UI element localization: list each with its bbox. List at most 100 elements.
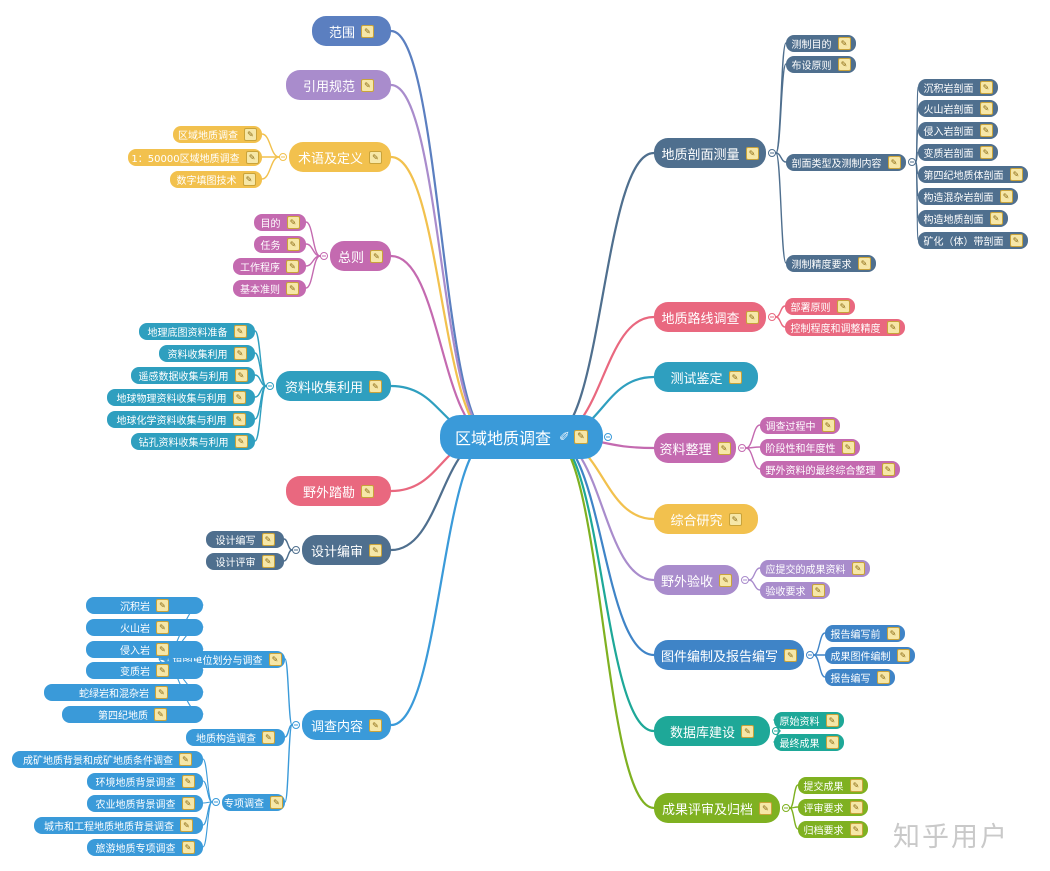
note-icon[interactable]: ✎ [1009, 168, 1023, 181]
topic-野外踏勘[interactable]: 野外踏勘✎ [286, 476, 391, 506]
subtopic-遥感数据收集与利用[interactable]: 遥感数据收集与利用✎ [131, 367, 255, 384]
leaf-火山岩剖面[interactable]: 火山岩剖面✎ [918, 100, 998, 117]
note-icon[interactable]: ✎ [369, 543, 382, 557]
note-icon[interactable]: ✎ [369, 150, 382, 164]
note-icon[interactable]: ✎ [717, 441, 731, 455]
subtopic-提交成果[interactable]: 提交成果✎ [798, 777, 868, 794]
subtopic-报告编写[interactable]: 报告编写✎ [825, 669, 895, 686]
note-icon[interactable]: ✎ [886, 321, 900, 334]
note-icon[interactable]: ✎ [979, 146, 993, 159]
note-icon[interactable]: ✎ [232, 391, 246, 404]
leaf-火山岩[interactable]: 火山岩✎ [86, 619, 203, 636]
topic-图件编制及报告编写[interactable]: 图件编制及报告编写✎ [654, 640, 804, 670]
leaf-蛇绿岩和混杂岩[interactable]: 蛇绿岩和混杂岩✎ [44, 684, 203, 701]
note-icon[interactable]: ✎ [836, 300, 850, 313]
note-icon[interactable]: ✎ [887, 156, 901, 169]
note-icon[interactable]: ✎ [745, 310, 759, 324]
subtopic-评审要求[interactable]: 评审要求✎ [798, 799, 868, 816]
note-icon[interactable]: ✎ [244, 128, 257, 141]
note-icon[interactable]: ✎ [745, 146, 759, 160]
note-icon[interactable]: ✎ [370, 249, 383, 263]
note-icon[interactable]: ✎ [286, 216, 300, 229]
note-icon[interactable]: ✎ [361, 78, 374, 92]
subtopic-钻孔资料收集与利用[interactable]: 钻孔资料收集与利用✎ [131, 433, 255, 450]
subtopic-1：50000区域地质调查[interactable]: 1：50000区域地质调查✎ [128, 149, 262, 166]
subtopic-调查过程中[interactable]: 调查过程中✎ [760, 417, 840, 434]
subtopic-工作程序[interactable]: 工作程序✎ [233, 258, 306, 275]
topic-地质剖面测量[interactable]: 地质剖面测量✎ [654, 138, 766, 168]
note-icon[interactable]: ✎ [989, 212, 1003, 225]
note-icon[interactable]: ✎ [361, 484, 374, 498]
note-icon[interactable]: ✎ [233, 325, 247, 338]
note-icon[interactable]: ✎ [999, 190, 1013, 203]
note-icon[interactable]: ✎ [233, 347, 247, 360]
leaf-沉积岩剖面[interactable]: 沉积岩剖面✎ [918, 79, 998, 96]
note-icon[interactable]: ✎ [849, 779, 863, 792]
note-icon[interactable]: ✎ [234, 435, 248, 448]
topic-数据库建设[interactable]: 数据库建设✎ [654, 716, 770, 746]
note-icon[interactable]: ✎ [261, 555, 275, 568]
topic-范围[interactable]: 范围✎ [312, 16, 391, 46]
topic-引用规范[interactable]: 引用规范✎ [286, 70, 391, 100]
note-icon[interactable]: ✎ [1009, 234, 1023, 247]
edit-icon[interactable]: ✐ [559, 429, 570, 445]
topic-地质路线调查[interactable]: 地质路线调查✎ [654, 302, 766, 332]
note-icon[interactable]: ✎ [849, 823, 863, 836]
topic-野外验收[interactable]: 野外验收✎ [654, 565, 739, 595]
topic-术语及定义[interactable]: 术语及定义✎ [289, 142, 391, 172]
subtopic-基本准则[interactable]: 基本准则✎ [233, 280, 306, 297]
subtopic-归档要求[interactable]: 归档要求✎ [798, 821, 868, 838]
subtopic-成果图件编制[interactable]: 成果图件编制✎ [825, 647, 915, 664]
subtopic-最终成果[interactable]: 最终成果✎ [774, 734, 844, 751]
subtopic-地质构造调查[interactable]: 地质构造调查✎ [186, 729, 285, 746]
note-icon[interactable]: ✎ [573, 430, 588, 444]
leaf-矿化（体）带剖面[interactable]: 矿化（体）带剖面✎ [918, 232, 1028, 249]
note-icon[interactable]: ✎ [857, 257, 871, 270]
leaf-构造地质剖面[interactable]: 构造地质剖面✎ [918, 210, 1008, 227]
note-icon[interactable]: ✎ [719, 573, 732, 587]
note-icon[interactable]: ✎ [180, 819, 193, 832]
note-icon[interactable]: ✎ [181, 775, 195, 788]
note-icon[interactable]: ✎ [154, 708, 167, 721]
leaf-侵入岩剖面[interactable]: 侵入岩剖面✎ [918, 122, 998, 139]
subtopic-地球物理资料收集与利用[interactable]: 地球物理资料收集与利用✎ [107, 389, 255, 406]
note-icon[interactable]: ✎ [245, 151, 259, 164]
subtopic-设计评审[interactable]: 设计评审✎ [206, 553, 284, 570]
note-icon[interactable]: ✎ [234, 369, 248, 382]
note-icon[interactable]: ✎ [979, 102, 993, 115]
topic-综合研究[interactable]: 综合研究✎ [654, 504, 758, 534]
note-icon[interactable]: ✎ [286, 282, 299, 295]
leaf-旅游地质专项调查[interactable]: 旅游地质专项调查✎ [87, 839, 203, 856]
topic-资料整理[interactable]: 资料整理✎ [654, 433, 736, 463]
note-icon[interactable]: ✎ [262, 731, 275, 744]
note-icon[interactable]: ✎ [242, 173, 256, 186]
subtopic-应提交的成果资料[interactable]: 应提交的成果资料✎ [760, 560, 870, 577]
note-icon[interactable]: ✎ [155, 686, 168, 699]
leaf-沉积岩[interactable]: 沉积岩✎ [86, 597, 203, 614]
root-node[interactable]: 区域地质调查✐✎ [440, 415, 603, 459]
leaf-构造混杂岩剖面[interactable]: 构造混杂岩剖面✎ [918, 188, 1018, 205]
note-icon[interactable]: ✎ [268, 653, 282, 666]
topic-测试鉴定[interactable]: 测试鉴定✎ [654, 362, 758, 392]
note-icon[interactable]: ✎ [156, 599, 169, 612]
note-icon[interactable]: ✎ [369, 718, 382, 732]
note-icon[interactable]: ✎ [286, 238, 300, 251]
topic-总则[interactable]: 总则✎ [330, 241, 391, 271]
note-icon[interactable]: ✎ [849, 801, 863, 814]
subtopic-阶段性和年度性[interactable]: 阶段性和年度性✎ [760, 439, 860, 456]
subtopic-部署原则[interactable]: 部署原则✎ [785, 298, 855, 315]
topic-资料收集利用[interactable]: 资料收集利用✎ [276, 371, 391, 401]
leaf-农业地质背景调查[interactable]: 农业地质背景调查✎ [87, 795, 203, 812]
note-icon[interactable]: ✎ [156, 621, 169, 634]
note-icon[interactable]: ✎ [811, 584, 825, 597]
note-icon[interactable]: ✎ [156, 643, 169, 656]
leaf-环境地质背景调查[interactable]: 环境地质背景调查✎ [87, 773, 203, 790]
note-icon[interactable]: ✎ [361, 24, 374, 38]
subtopic-原始资料[interactable]: 原始资料✎ [774, 712, 844, 729]
leaf-变质岩[interactable]: 变质岩✎ [86, 662, 203, 679]
note-icon[interactable]: ✎ [886, 627, 900, 640]
note-icon[interactable]: ✎ [825, 714, 839, 727]
note-icon[interactable]: ✎ [181, 797, 195, 810]
subtopic-数字填图技术[interactable]: 数字填图技术✎ [170, 171, 262, 188]
subtopic-任务[interactable]: 任务✎ [254, 236, 306, 253]
